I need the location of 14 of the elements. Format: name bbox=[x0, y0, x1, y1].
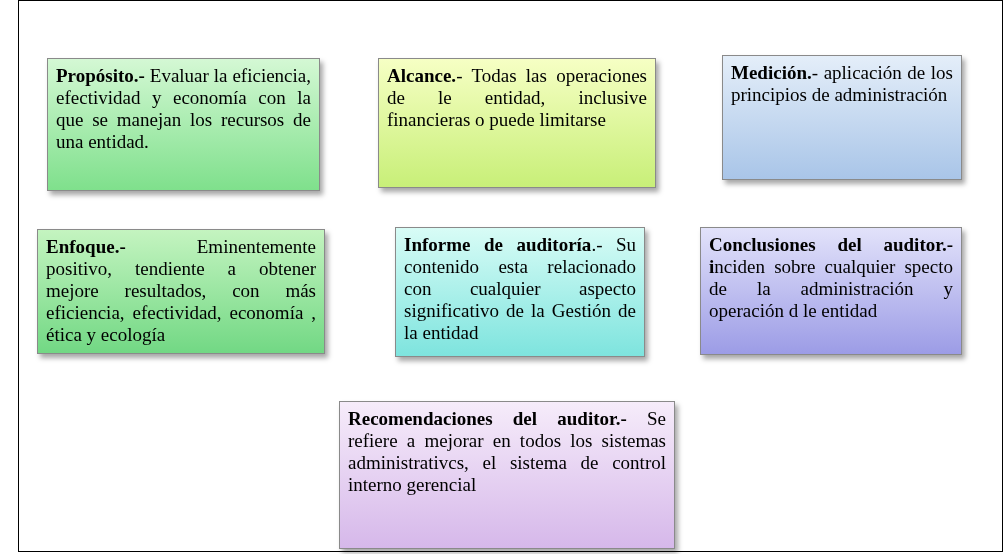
text-box bbox=[37, 229, 325, 354]
box-text: Conclusiones del auditor.- inciden sobre cualquier specto de la administración y operación d le entidad bbox=[709, 234, 953, 322]
box-text: Enfoque.- Eminentemente positivo, tendiente a obtener mejore resultados, con más eficiencia, efectividad, economía , ética y ecología bbox=[46, 236, 316, 346]
box-text: Medición.- aplicación de los principios de administración bbox=[731, 62, 953, 106]
text-box bbox=[395, 227, 645, 357]
text-box bbox=[47, 58, 320, 191]
text-box bbox=[339, 401, 675, 549]
text-box bbox=[722, 55, 962, 180]
box-text: Informe de auditoría.- Su contenido esta relacionado con cualquier aspecto significativo de la Gestión de la entidad bbox=[404, 234, 636, 344]
text-box bbox=[700, 227, 962, 355]
box-text: Alcance.- Todas las operaciones de le entidad, inclusive financieras o puede limitarse bbox=[387, 65, 647, 131]
box-text: Propósito.- Evaluar la eficiencia, efectividad y economía con la que se manejan los recursos de una entidad. bbox=[56, 65, 311, 153]
box-text: Recomendaciones del auditor.- Se refiere a mejorar en todos los sistemas administrativcs, el sistema de control interno gerencial bbox=[348, 408, 666, 496]
text-box bbox=[378, 58, 656, 188]
